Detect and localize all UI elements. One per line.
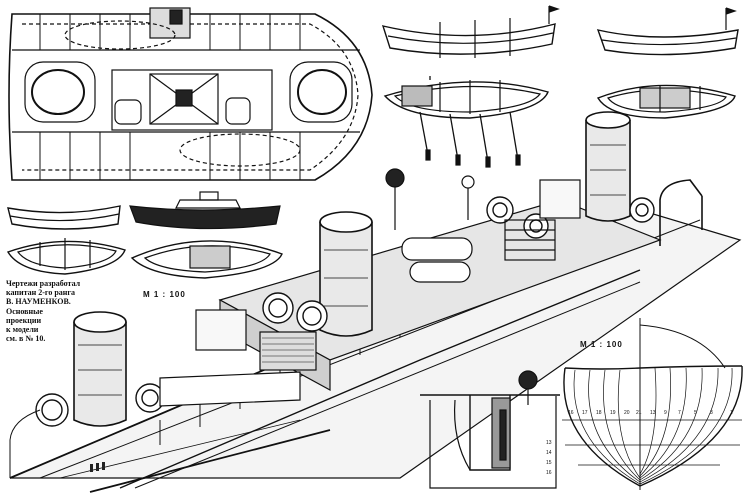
station-number: 7	[678, 410, 681, 416]
station-number: 14	[546, 450, 552, 456]
motor-boat-side-view	[129, 191, 281, 230]
cutter-side-view	[7, 205, 121, 230]
station-number: 16	[568, 410, 574, 416]
station-number: 16	[546, 470, 552, 476]
middle-funnel	[319, 211, 373, 337]
deck-scale-label: М 1 : 100	[143, 290, 186, 299]
searchlight-platforms	[385, 168, 538, 405]
station-number: 13	[546, 440, 552, 446]
body-plan	[562, 318, 743, 490]
credit-line: капитан 2-го ранга	[6, 288, 76, 298]
deck-perspective-view	[9, 111, 742, 493]
whaleboat-plan-view	[383, 76, 549, 168]
dinghy-plan-view	[596, 84, 736, 119]
motor-boat-plan-view	[130, 240, 283, 279]
cutter-plan-view	[6, 238, 126, 275]
dinghy-side-view	[596, 7, 739, 56]
station-number: 5	[694, 410, 697, 416]
deck-plan-view	[8, 7, 373, 181]
deck-machinery	[159, 179, 581, 407]
credit-line: В. НАУМЕНКОВ.	[6, 297, 71, 307]
station-number: 1	[730, 410, 733, 416]
station-number: 20	[624, 410, 630, 416]
ventilator-cowls	[35, 196, 655, 427]
after-funnel	[585, 111, 631, 222]
station-number: 3	[710, 410, 713, 416]
whaleboat-side-view	[381, 5, 560, 58]
credit-line: Чертежи разработал	[6, 279, 81, 288]
credit-line: Основные	[6, 306, 43, 316]
forward-funnel	[73, 311, 127, 427]
credit-line: к модели	[6, 325, 39, 335]
credit-line: см. в № 10.	[6, 334, 46, 344]
boat-davit	[659, 179, 703, 246]
drawing-credit: Чертежи разработал капитан 2-го ранга В.…	[6, 279, 84, 343]
station-number: 9	[664, 410, 667, 416]
hull-cross-section	[420, 394, 560, 489]
station-number: 21	[636, 410, 642, 416]
body-plan-scale-label: М 1 : 100	[580, 340, 623, 349]
station-number: 15	[546, 460, 552, 466]
station-number: 19	[610, 410, 616, 416]
station-number: 17	[582, 410, 588, 416]
credit-line: проекции	[6, 315, 42, 325]
station-number: 18	[596, 410, 602, 416]
station-number: 13	[650, 410, 656, 416]
